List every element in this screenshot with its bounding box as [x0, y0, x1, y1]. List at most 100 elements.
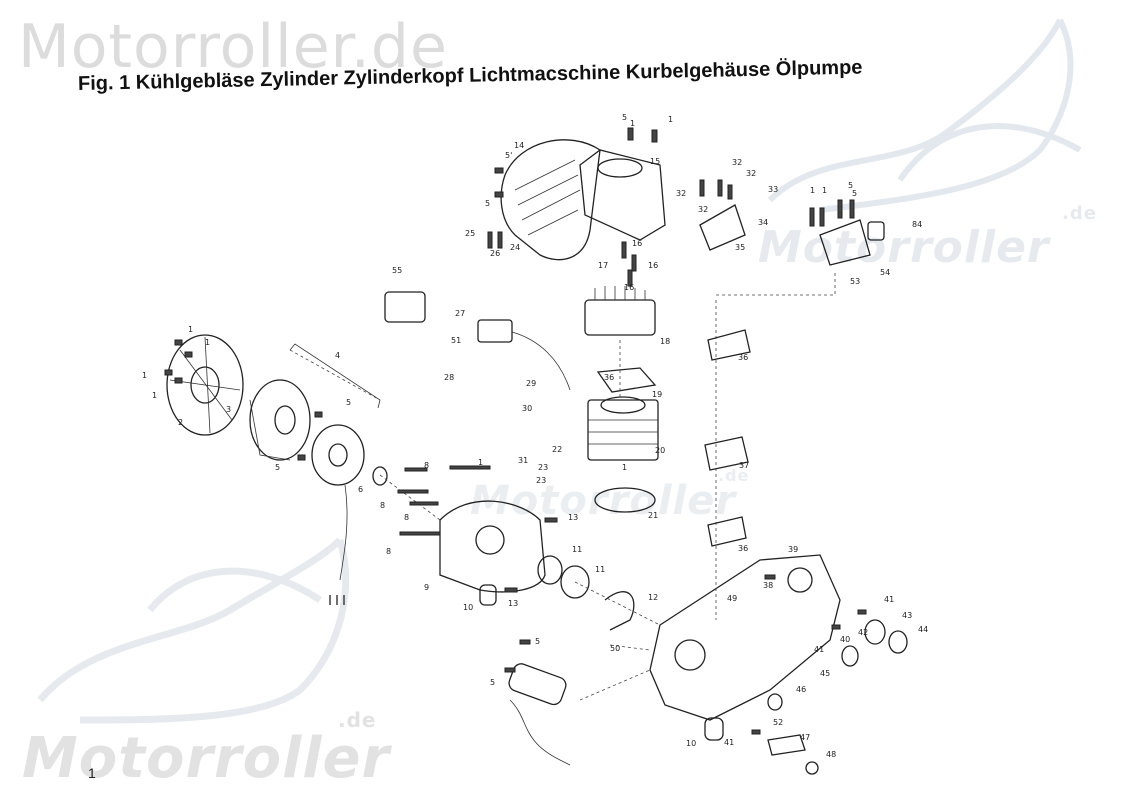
group-bracket — [289, 343, 381, 409]
part-label-31: 31 — [518, 456, 528, 465]
crankcase-gasket — [604, 591, 635, 631]
oil-pump — [477, 319, 571, 391]
part-label-27: 27 — [455, 309, 465, 318]
part-label-14: 14 — [514, 141, 524, 150]
part-label-30: 30 — [522, 404, 532, 413]
part-label-51: 51 — [451, 336, 461, 345]
cylinder-shroud — [579, 149, 666, 241]
crankcase-right — [649, 554, 841, 721]
part-label-1: 1 — [188, 325, 193, 334]
part-label-32: 32 — [732, 158, 742, 167]
part-label-41: 41 — [884, 595, 894, 604]
part-label-26: 26 — [490, 249, 500, 258]
part-label-1: 1 — [478, 458, 483, 467]
part-label-11: 11 — [595, 565, 605, 574]
watermark-middle-suffix: .de — [718, 466, 750, 485]
part-label-41: 41 — [814, 645, 824, 654]
scooter-watermark-left — [37, 537, 350, 724]
part-label-48: 48 — [826, 750, 836, 759]
part-label-23: 23 — [538, 463, 548, 472]
fan-wheel — [249, 379, 311, 461]
part-label-49: 49 — [727, 594, 737, 603]
part-label-19: 19 — [652, 390, 662, 399]
part-label-36: 36 — [738, 353, 748, 362]
stator — [311, 424, 365, 605]
part-label-9: 9 — [424, 583, 429, 592]
part-label-36: 36 — [604, 373, 614, 382]
part-label-25: 25 — [465, 229, 475, 238]
part-label-5: 5 — [485, 199, 490, 208]
part-label-13: 13 — [508, 599, 518, 608]
part-label-5: 5 — [535, 637, 540, 646]
part-label-16: 16 — [648, 261, 658, 270]
part-label-24: 24 — [510, 243, 520, 252]
part-label-12: 12 — [648, 593, 658, 602]
part-label-5: 5 — [848, 181, 853, 190]
part-label-36: 36 — [738, 544, 748, 553]
alignment-lines — [289, 270, 836, 701]
cylinder-head — [584, 286, 656, 336]
part-label-5: 5 — [275, 463, 280, 472]
part-label-1: 1 — [142, 371, 147, 380]
part-label-28: 28 — [444, 373, 454, 382]
part-label-1: 1 — [822, 186, 827, 195]
part-label-1: 1 — [205, 338, 210, 347]
part-label-20: 20 — [655, 446, 665, 455]
part-label-41: 41 — [724, 738, 734, 747]
air-valve — [384, 291, 426, 323]
part-label-1: 1 — [810, 186, 815, 195]
part-label-4: 4 — [335, 351, 340, 360]
part-label-45: 45 — [820, 669, 830, 678]
part-label-2: 2 — [178, 418, 183, 427]
part-label-32: 32 — [676, 189, 686, 198]
part-label-32: 32 — [746, 169, 756, 178]
starter-motor — [508, 663, 571, 766]
crankcase-left — [439, 500, 546, 593]
scooter-watermark-right — [767, 18, 1082, 213]
part-label-53: 53 — [850, 277, 860, 286]
part-label-16: 16 — [632, 239, 642, 248]
part-label-5: 5 — [622, 113, 627, 122]
bearings — [537, 555, 590, 599]
part-label-47: 47 — [800, 733, 810, 742]
part-label-23: 23 — [536, 476, 546, 485]
watermark-right-suffix: .de — [1062, 203, 1097, 224]
part-label-8: 8 — [424, 461, 429, 470]
part-label-17: 17 — [598, 261, 608, 270]
part-label-5: 5 — [490, 678, 495, 687]
part-label-10: 10 — [463, 603, 473, 612]
part-label-8: 8 — [404, 513, 409, 522]
part-label-84: 84 — [912, 220, 922, 229]
intake-assembly — [699, 204, 885, 547]
part-label-22: 22 — [552, 445, 562, 454]
part-label-1: 1 — [630, 119, 635, 128]
base-gasket — [594, 487, 656, 513]
watermark-top: Motorroller.de — [18, 12, 448, 82]
part-label-42: 42 — [858, 628, 868, 637]
part-label-1: 1 — [152, 391, 157, 400]
watermark-middle: Motorroller — [470, 478, 737, 524]
part-label-40: 40 — [840, 635, 850, 644]
part-label-1: 1 — [668, 115, 673, 124]
part-label-32: 32 — [698, 205, 708, 214]
head-gasket — [596, 367, 657, 393]
bolts — [164, 127, 867, 735]
part-label-5: 5 — [852, 189, 857, 198]
part-label-3: 3 — [226, 405, 231, 414]
part-label-21: 21 — [648, 511, 658, 520]
part-label-15: 15 — [650, 157, 660, 166]
part-label-29: 29 — [526, 379, 536, 388]
part-label-33: 33 — [768, 185, 778, 194]
page-number: 1 — [88, 765, 96, 781]
part-label-10: 10 — [686, 739, 696, 748]
part-label-8: 8 — [380, 501, 385, 510]
watermark-right: Motorroller — [758, 222, 1050, 273]
part-label-11: 11 — [572, 545, 582, 554]
cylinder — [587, 396, 659, 461]
part-label-50: 50 — [610, 644, 620, 653]
part-label-13: 13 — [568, 513, 578, 522]
part-label-39: 39 — [788, 545, 798, 554]
